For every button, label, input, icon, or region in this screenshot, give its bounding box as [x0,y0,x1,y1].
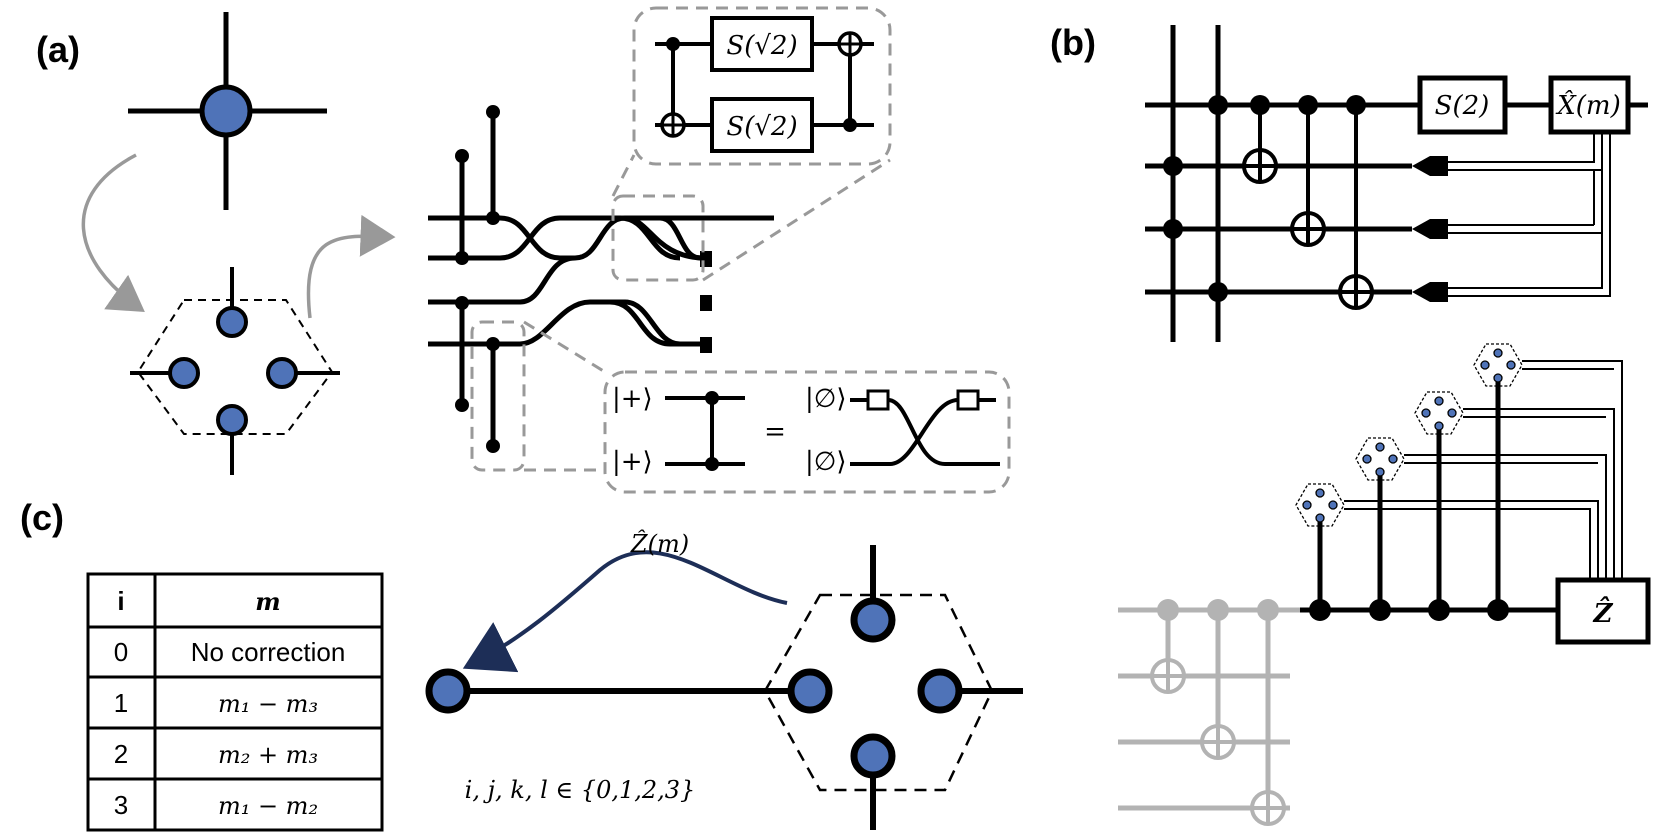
single-node-vertex [128,12,327,210]
panel-label-b: (b) [1050,22,1096,63]
panel-a: S(√2) S(√2) |+⟩ |+⟩ = |∅⟩ |∅⟩ [81,6,1011,494]
small-hexagon-nodes [1302,348,1516,523]
table-row-0-m: No correction [191,637,346,667]
faded-circuit [1118,607,1300,822]
classical-wires [1448,132,1611,297]
panel-c: i m 0 No correction 1 m₁ − m₃ 2 m₂ + m₃ … [86,529,1023,832]
classical-wires-z [1344,360,1623,580]
table-row-3-m: m₁ − m₂ [218,792,318,820]
z-correction-label: Ẑ [1593,596,1614,629]
hexagon-cluster [130,267,340,475]
table-row-1-m: m₁ − m₃ [218,690,318,718]
table-row-3-i: 3 [114,790,128,820]
circuit-dots [455,105,500,453]
z-correction-box [1555,577,1651,645]
table-header-i: i [117,586,124,616]
inset-beamsplitter-decomposition: S(√2) S(√2) [632,6,892,166]
x-correction-box [1548,75,1631,135]
faded-circuit-nodes [1150,599,1286,826]
table-row-2-m: m₂ + m₃ [218,741,318,769]
table-row-1-i: 1 [114,688,128,718]
table-header-m: m [255,587,280,616]
ket-plus-top: |+⟩ [612,384,653,414]
x-correction-label: X̂(m) [1555,90,1620,121]
small-hexagons [1295,343,1523,527]
correction-graph: Ẑ(m) i, j, k, l ∈ {0,1,2,3} [425,529,1023,830]
arrow-to-circuit [306,214,396,319]
squeeze-gate-label: S(2) [1435,91,1490,121]
arrow-to-hexagon [81,153,145,312]
squeeze-gate-bottom-label: S(√2) [726,112,797,142]
zoom-box-beamsplitter [611,194,705,282]
squeeze-gate-box [1417,75,1508,135]
panel-label-a: (a) [36,29,80,70]
panel-b: S(2) X̂(m) [1118,25,1651,826]
hexagon-ancillas [1309,380,1509,621]
table-row-2-i: 2 [114,739,128,769]
table-row-0-i: 0 [114,637,128,667]
ket-zero-bottom: |∅⟩ [805,447,847,477]
homodyne-detectors [1412,156,1448,302]
zoom-box-cz [470,320,526,472]
squeeze-gate-top-label: S(√2) [726,31,797,61]
optical-circuit [428,112,774,446]
ket-zero-top: |∅⟩ [805,384,847,414]
index-set-label: i, j, k, l ∈ {0,1,2,3} [465,776,696,804]
correction-table: i m 0 No correction 1 m₁ − m₃ 2 m₂ + m₃ … [86,572,384,832]
z-correction-arrow-label: Ẑ(m) [630,529,689,558]
equals-sign: = [764,417,786,447]
ket-plus-bottom: |+⟩ [612,447,653,477]
z-correction-arrow [462,550,788,673]
panel-label-c: (c) [20,497,64,538]
inset-cz-equivalence: |+⟩ |+⟩ = |∅⟩ |∅⟩ [603,370,1011,494]
